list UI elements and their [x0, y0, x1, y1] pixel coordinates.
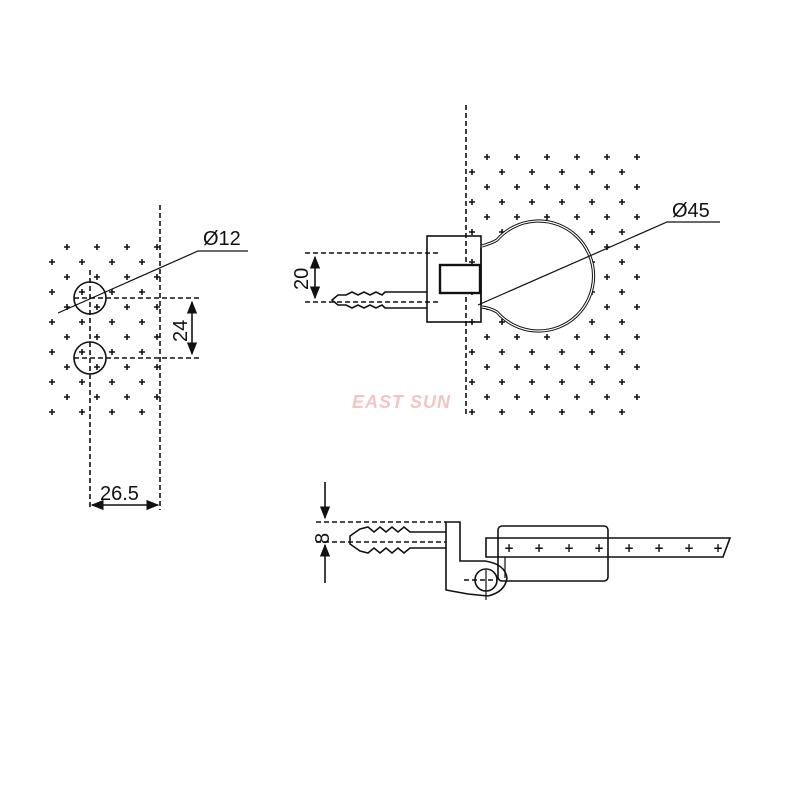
anchor-offset-label: 20 — [291, 268, 313, 290]
svg-text:+: + — [713, 541, 723, 555]
glass-diameter-label: Ø45 — [672, 200, 710, 222]
side-view: 8 + + + + + + + + — [312, 482, 732, 600]
svg-text:+: + — [594, 541, 604, 555]
watermark: EAST SUN — [352, 392, 451, 412]
glass-panel-hatch: + + + + + + + + — [504, 541, 723, 555]
wall-hatch-left — [40, 235, 160, 420]
clamp-body — [497, 525, 609, 582]
diameter-leader-left — [57, 250, 248, 314]
anchor-screw-front — [330, 291, 427, 309]
offset-label: 8 — [312, 533, 334, 544]
bracket-slot — [438, 263, 482, 295]
front-view: 20 Ø45 — [291, 105, 720, 415]
edge-distance-label: 26.5 — [100, 483, 139, 505]
hole-spacing-label: 24 — [170, 320, 192, 342]
svg-text:+: + — [504, 541, 514, 555]
svg-text:+: + — [684, 541, 694, 555]
anchor-screw-side — [349, 525, 446, 555]
wall-hole-pattern-view: Ø12 24 26.5 — [40, 205, 248, 511]
svg-text:+: + — [564, 541, 574, 555]
glass-panel-edge — [485, 537, 732, 558]
l-bracket — [445, 521, 508, 597]
svg-text:+: + — [654, 541, 664, 555]
diameter-leader-right — [477, 221, 720, 306]
hole-diameter-label: Ø12 — [203, 228, 241, 250]
svg-text:+: + — [534, 541, 544, 555]
svg-text:+: + — [624, 541, 634, 555]
